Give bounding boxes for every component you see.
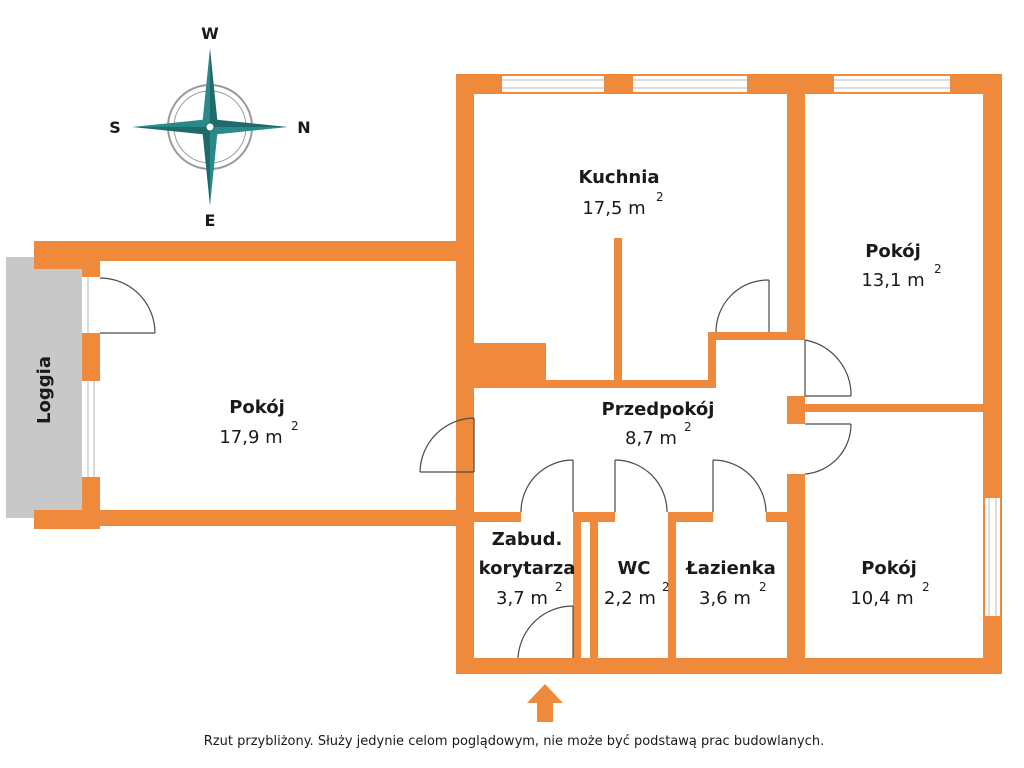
room-kuchnia: Kuchnia 17,5 m 2	[578, 167, 663, 219]
compass-rose-icon	[132, 48, 288, 206]
room-name: Pokój	[861, 558, 917, 579]
room-przedpokoj: Przedpokój 8,7 m 2	[602, 399, 715, 449]
room-area: 17,9 m	[219, 427, 282, 448]
room-area: 17,5 m	[582, 198, 645, 219]
room-area: 3,6 m	[699, 588, 751, 609]
room-name: Zabud.	[492, 529, 563, 550]
room-area-exponent: 2	[656, 190, 664, 204]
room-pokoj-10: Pokój 10,4 m 2	[850, 558, 929, 609]
room-area-exponent: 2	[662, 580, 670, 594]
room-name-line2: korytarza	[479, 558, 576, 579]
windows	[84, 76, 1000, 616]
room-pokoj-17: Pokój 17,9 m 2	[219, 397, 298, 448]
room-pokoj-13: Pokój 13,1 m 2	[861, 241, 941, 291]
room-area: 10,4 m	[850, 588, 913, 609]
loggia-area	[6, 257, 82, 518]
room-wc: WC 2,2 m 2	[604, 558, 670, 609]
room-name: Kuchnia	[578, 167, 659, 188]
compass-west-label: W	[201, 24, 219, 43]
room-area: 8,7 m	[625, 428, 677, 449]
room-area-exponent: 2	[291, 419, 299, 433]
compass-north-label: N	[297, 118, 310, 137]
disclaimer-text: Rzut przybliżony. Służy jedynie celom po…	[204, 734, 824, 749]
room-name: WC	[617, 558, 650, 579]
room-area-exponent: 2	[759, 580, 767, 594]
room-name: Przedpokój	[602, 399, 715, 420]
room-area: 2,2 m	[604, 588, 656, 609]
room-lazienka: Łazienka 3,6 m 2	[685, 558, 776, 609]
room-name: Łazienka	[685, 558, 776, 579]
room-area-exponent: 2	[555, 580, 563, 594]
room-area-exponent: 2	[934, 262, 942, 276]
room-area: 13,1 m	[861, 270, 924, 291]
room-zabud-korytarza: Zabud. korytarza 3,7 m 2	[479, 529, 576, 609]
doors	[99, 277, 852, 659]
room-area-exponent: 2	[684, 420, 692, 434]
loggia-label: Loggia	[34, 356, 55, 424]
compass-south-label: S	[109, 118, 121, 137]
compass-east-label: E	[205, 211, 216, 230]
room-area: 3,7 m	[496, 588, 548, 609]
room-area-exponent: 2	[922, 580, 930, 594]
entrance-arrow-icon	[527, 684, 563, 722]
room-name: Pokój	[865, 241, 921, 262]
room-name: Pokój	[229, 397, 285, 418]
walls	[34, 74, 1002, 674]
